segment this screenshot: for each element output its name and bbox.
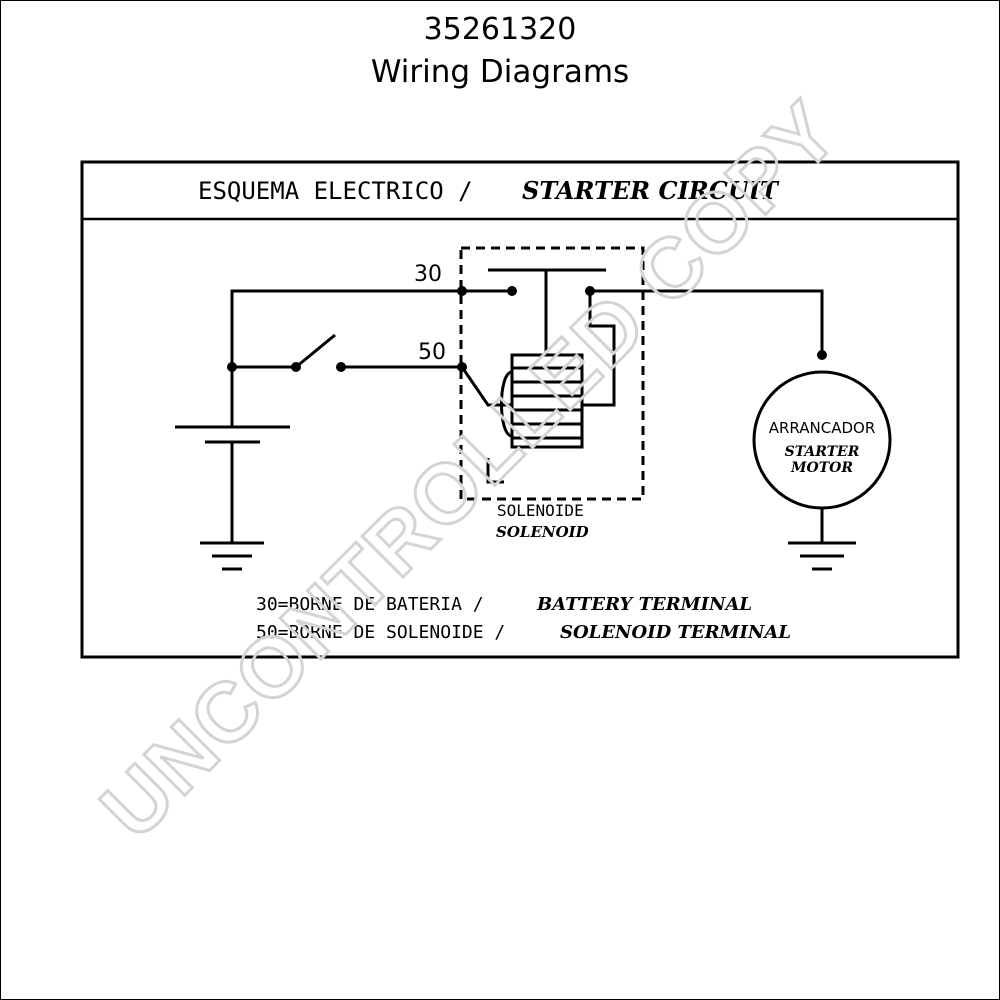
diagram-title-en: STARTER CIRCUIT [522, 176, 780, 205]
solenoid-label-es: SOLENOIDE [497, 501, 584, 520]
legend-50-es: 50=BORNE DE SOLENOIDE / [256, 622, 505, 643]
circuit-wires [175, 289, 824, 543]
diagram-frame [80, 160, 960, 659]
connection-dots [227, 286, 827, 372]
legend-30-en: BATTERY TERMINAL [536, 594, 752, 615]
starter-motor [752, 370, 892, 510]
motor-label-en-1: STARTER [785, 444, 860, 460]
ground-symbol-battery [200, 541, 264, 571]
part-number: 35261320 [423, 12, 577, 47]
legend-50-en: SOLENOID TERMINAL [560, 622, 791, 643]
terminal-50-label: 50 [418, 340, 446, 365]
document-title: Wiring Diagrams [370, 54, 630, 90]
motor-label-es: ARRANCADOR [769, 419, 876, 437]
solenoid-label-en: SOLENOID [496, 523, 589, 541]
legend-30-es: 30=BORNE DE BATERIA / [256, 594, 484, 615]
ground-symbol-motor [788, 541, 856, 571]
motor-label-en-2: MOTOR [790, 460, 853, 476]
solenoid-internals [460, 268, 616, 484]
diagram-title-es: ESQUEMA ELECTRICO / [198, 177, 473, 205]
solenoid-box [459, 246, 645, 501]
terminal-30-label: 30 [414, 262, 442, 287]
